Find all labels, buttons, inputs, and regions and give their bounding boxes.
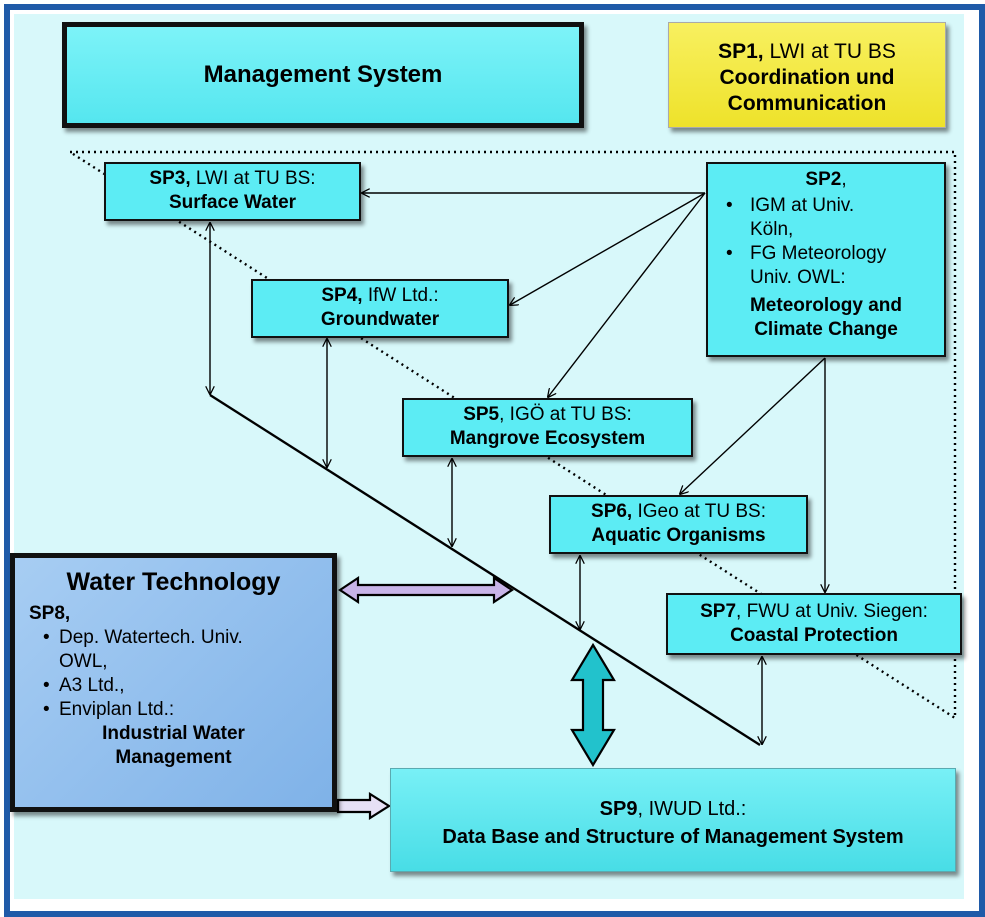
sp8-partner-2: A3 Ltd., — [43, 674, 332, 698]
sp9-box: SP9, IWUD Ltd.: Data Base and Structure … — [390, 768, 956, 872]
sp4-code: SP4, — [321, 285, 363, 306]
sp3-box: SP3, LWI at TU BS: Surface Water — [104, 162, 361, 221]
sp1-box: SP1, LWI at TU BS Coordination und Commu… — [668, 22, 946, 128]
sp1-topic-line1: Coordination und — [719, 66, 895, 89]
sp4-topic: Groundwater — [320, 309, 440, 330]
sp2-partner-1-line1: IGM at Univ. — [750, 195, 855, 216]
sp8-code: SP8, — [29, 603, 71, 624]
sp2-topic-line2: Climate Change — [754, 319, 898, 340]
sp7-box: SP7, FWU at Univ. Siegen: Coastal Protec… — [666, 593, 962, 655]
sp9-topic: Data Base and Structure of Management Sy… — [442, 826, 904, 848]
sp8-partner-1-line2: OWL, — [59, 651, 108, 672]
sp4-org: IfW Ltd.: — [362, 285, 439, 306]
sp8-partner-3: Enviplan Ltd.: — [43, 698, 332, 722]
water-technology-box: Water Technology SP8, Dep. Watertech. Un… — [10, 553, 337, 812]
sp6-org: IGeo at TU BS: — [632, 501, 766, 522]
sp7-org: , FWU at Univ. Siegen: — [736, 601, 928, 622]
sp7-code: SP7 — [700, 601, 737, 622]
sp6-code: SP6, — [591, 501, 633, 522]
sp1-topic-line2: Communication — [727, 92, 887, 115]
sp5-code: SP5 — [463, 404, 500, 425]
management-system-box: Management System — [62, 22, 584, 128]
management-title: Management System — [203, 61, 443, 88]
sp3-code: SP3, — [149, 168, 191, 189]
sp2-box: SP2, IGM at Univ. Köln, FG MeteorologyUni… — [706, 162, 946, 357]
sp8-partner-list: Dep. Watertech. Univ. OWL, A3 Ltd., Envip… — [29, 626, 332, 722]
sp2-suffix: , — [841, 169, 847, 190]
sp3-topic: Surface Water — [168, 192, 297, 213]
sp8-partner-1-line1: Dep. Watertech. Univ. — [59, 627, 243, 648]
sp5-topic: Mangrove Ecosystem — [449, 428, 646, 449]
sp3-org: LWI at TU BS: — [190, 168, 316, 189]
sp2-partner-2-line1: FG Meteorology — [750, 243, 887, 264]
sp1-org: LWI at TU BS — [763, 40, 896, 63]
sp2-partner-1: IGM at Univ. Köln, — [726, 194, 944, 242]
sp7-topic: Coastal Protection — [730, 625, 898, 646]
sp2-partner-2-line2: Univ. OWL: — [750, 267, 846, 288]
sp6-topic: Aquatic Organisms — [591, 525, 766, 546]
sp8-partner-1: Dep. Watertech. Univ. OWL, — [43, 626, 332, 674]
sp6-box: SP6, IGeo at TU BS: Aquatic Organisms — [549, 495, 808, 554]
sp1-code: SP1, — [718, 40, 764, 63]
sp9-org: , IWUD Ltd.: — [637, 798, 747, 820]
sp4-box: SP4, IfW Ltd.: Groundwater — [251, 279, 509, 338]
sp9-code: SP9 — [599, 798, 638, 820]
sp8-topic-line2: Management — [115, 747, 232, 768]
sp2-code: SP2 — [805, 169, 842, 190]
sp2-partner-1-line2: Köln, — [750, 219, 794, 240]
sp2-topic-line1: Meteorology and — [749, 295, 902, 316]
sp5-box: SP5, IGÖ at TU BS: Mangrove Ecosystem — [402, 398, 693, 457]
sp5-org: , IGÖ at TU BS: — [499, 404, 632, 425]
sp8-topic-line1: Industrial Water — [102, 723, 245, 744]
water-technology-title: Water Technology — [66, 568, 281, 596]
